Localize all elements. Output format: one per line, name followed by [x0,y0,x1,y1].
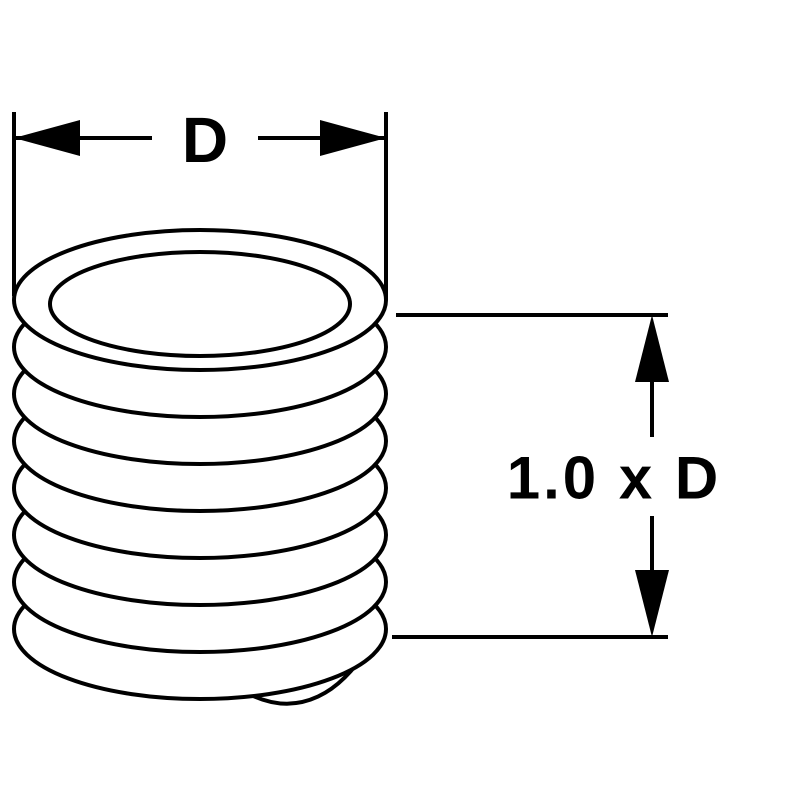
dimension-arrow-right-icon [320,120,386,156]
length-label: 1.0 x D [507,445,721,512]
dimension-arrow-up-icon [635,315,669,382]
diameter-dimension: D [12,104,388,300]
coil-illustration [12,228,388,706]
length-dimension: 1.0 x D [392,313,721,639]
dimension-arrow-left-icon [14,120,80,156]
dimension-arrow-down-icon [635,570,669,637]
diameter-label: D [182,104,228,176]
coil-top-opening [48,250,352,358]
